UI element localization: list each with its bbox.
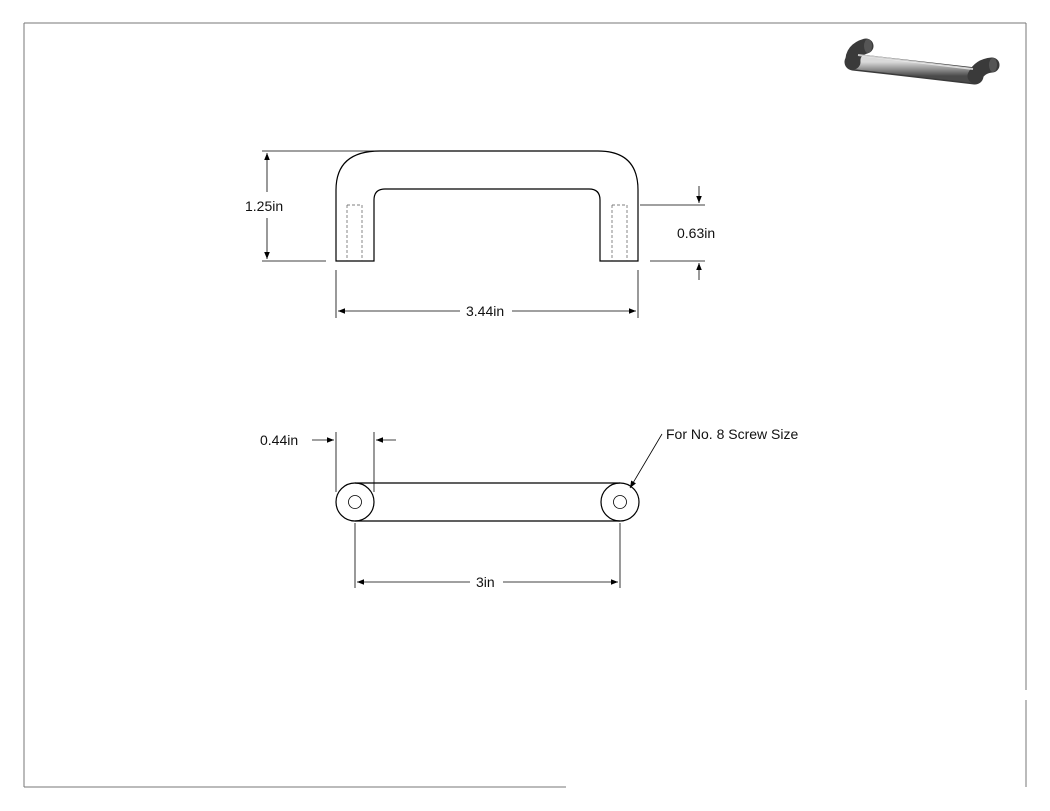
- overall-width-dimension: 3.44in: [335, 270, 639, 319]
- height-dimension: 1.25in: [245, 150, 374, 262]
- hole-spacing-dimension: 3in: [354, 523, 621, 590]
- leg-height-dimension: 0.63in: [640, 186, 715, 280]
- top-view: [335, 482, 640, 522]
- diameter-dimension: 0.44in: [260, 432, 396, 492]
- leg-height-label: 0.63in: [677, 225, 715, 241]
- screw-callout-label: For No. 8 Screw Size: [666, 426, 798, 442]
- front-view: [335, 150, 639, 262]
- screw-callout: For No. 8 Screw Size: [629, 426, 798, 489]
- sheet-frame: [23, 22, 1027, 788]
- handle-3d-icon: [844, 38, 1000, 85]
- hole-spacing-label: 3in: [476, 574, 495, 590]
- overall-width-label: 3.44in: [466, 303, 504, 319]
- height-label: 1.25in: [245, 198, 283, 214]
- diameter-label: 0.44in: [260, 432, 298, 448]
